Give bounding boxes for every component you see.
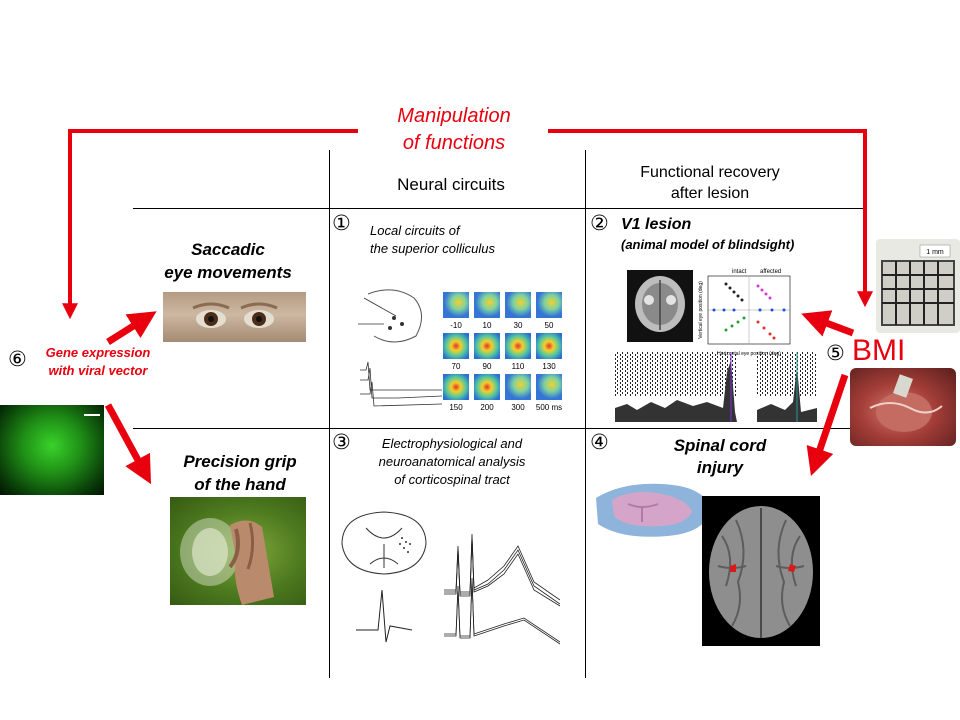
brain-surface-image: [702, 496, 820, 646]
eye-legend-intact: intact: [732, 269, 747, 275]
spike-raster-plot: [597, 352, 821, 422]
sc-map-label: 30: [514, 321, 523, 330]
gene-expression-line2: with viral vector: [48, 363, 148, 378]
sc-map-label: -10: [450, 321, 462, 330]
arrow-bmi-to-v1: [801, 310, 855, 337]
cell4-number: ④: [590, 430, 609, 454]
cell3-title-line1: Electrophysiological and: [381, 436, 523, 451]
column-header-recovery: Functional recovery after lesion: [590, 162, 830, 204]
arrow-gene-to-saccade: [106, 311, 157, 345]
epsp-overlay-traces: [444, 526, 560, 650]
cell3-title-line3: of corticospinal tract: [394, 472, 510, 487]
eye-position-scatter: intact affected Horizontal eye position …: [696, 266, 792, 358]
row-header-precision: Precision grip of the hand: [140, 450, 340, 496]
cell3-title-line2: neuroanatomical analysis: [378, 454, 526, 469]
row-header-precision-line1: Precision grip: [183, 452, 297, 471]
grid-hline-2: [133, 428, 865, 429]
eye-legend-affected: affected: [760, 269, 781, 275]
sc-trace-sketch: [358, 360, 442, 416]
arrow-manipulation-right: [548, 129, 873, 308]
manipulation-label: Manipulation of functions: [370, 103, 538, 157]
sc-map-label: 150: [449, 403, 463, 412]
sc-map-label: 110: [512, 362, 525, 371]
electrode-scale-label: 1 mm: [926, 249, 944, 256]
gene-expression-line1: Gene expression: [45, 345, 151, 360]
row-header-saccadic-line2: eye movements: [164, 263, 292, 282]
sc-map-label: 200: [480, 403, 494, 412]
cell2-title: V1 lesion: [621, 216, 692, 233]
manipulation-line2: of functions: [402, 132, 506, 154]
cell4-title-line2: injury: [696, 458, 744, 477]
sc-circuit-sketch: [354, 284, 436, 350]
right-number: ⑤: [826, 341, 845, 365]
brain-mri-image: [627, 270, 693, 342]
manipulation-line1: Manipulation: [397, 105, 511, 127]
cell3-number: ③: [332, 430, 351, 454]
single-spike-trace: [356, 586, 412, 646]
cell4-title-line1: Spinal cord: [673, 436, 767, 455]
sc-map-label: 10: [483, 321, 492, 330]
arrow-bmi-to-spinal: [806, 373, 849, 476]
cell1-title: Local circuits of the superior colliculu…: [370, 222, 495, 258]
grid-hline-1: [133, 208, 865, 209]
grid-vline-1: [329, 150, 330, 678]
eye-ylabel: Vertical eye position (deg): [698, 281, 704, 339]
gene-expression-label: Gene expression with viral vector: [30, 344, 166, 380]
gfp-fluorescence-image: [0, 405, 104, 495]
sc-map-label: 500 ms: [536, 403, 562, 412]
grid-vline-2: [585, 150, 586, 678]
column-header-recovery-line1: Functional recovery: [640, 164, 780, 181]
cell2-number: ②: [590, 211, 609, 235]
sc-map-label: 70: [452, 362, 461, 371]
row-header-precision-line2: of the hand: [194, 475, 286, 494]
cell4-title: Spinal cord injury: [650, 435, 790, 479]
cell1-title-line1: Local circuits of: [370, 223, 460, 238]
electrode-array-photo: 1 mm: [876, 239, 960, 333]
bmi-label: BMI: [852, 334, 906, 367]
eye-xlabel: Horizontal eye position (deg): [717, 351, 781, 357]
sc-heatmap-grid: -10 10 30 50 70 90 110 130 150 200 300 5…: [441, 290, 564, 418]
sc-map-label: 300: [511, 403, 525, 412]
arrow-gene-to-grip: [104, 403, 152, 485]
row-header-saccadic: Saccadic eye movements: [145, 238, 311, 284]
monkey-eyes-photo: [163, 292, 306, 342]
arrow-manipulation-left: [62, 129, 358, 320]
sc-map-label: 90: [483, 362, 492, 371]
sc-map-label: 50: [545, 321, 554, 330]
sc-map-label: 130: [542, 362, 556, 371]
left-number: ⑥: [8, 347, 27, 371]
spinal-section-sketch: [336, 508, 432, 580]
row-header-saccadic-line1: Saccadic: [191, 240, 265, 259]
cell1-title-line2: the superior colliculus: [370, 241, 496, 256]
scale-bar: [84, 414, 100, 416]
hand-grip-photo: [170, 497, 306, 605]
cell1-number: ①: [332, 211, 351, 235]
spinal-cord-histology: [592, 478, 714, 542]
column-header-recovery-line2: after lesion: [670, 185, 750, 202]
cell2-subtitle: (animal model of blindsight): [621, 237, 795, 252]
cell3-title: Electrophysiological and neuroanatomical…: [354, 435, 550, 489]
implant-surgery-photo: [850, 368, 956, 446]
column-header-neural: Neural circuits: [397, 175, 505, 194]
